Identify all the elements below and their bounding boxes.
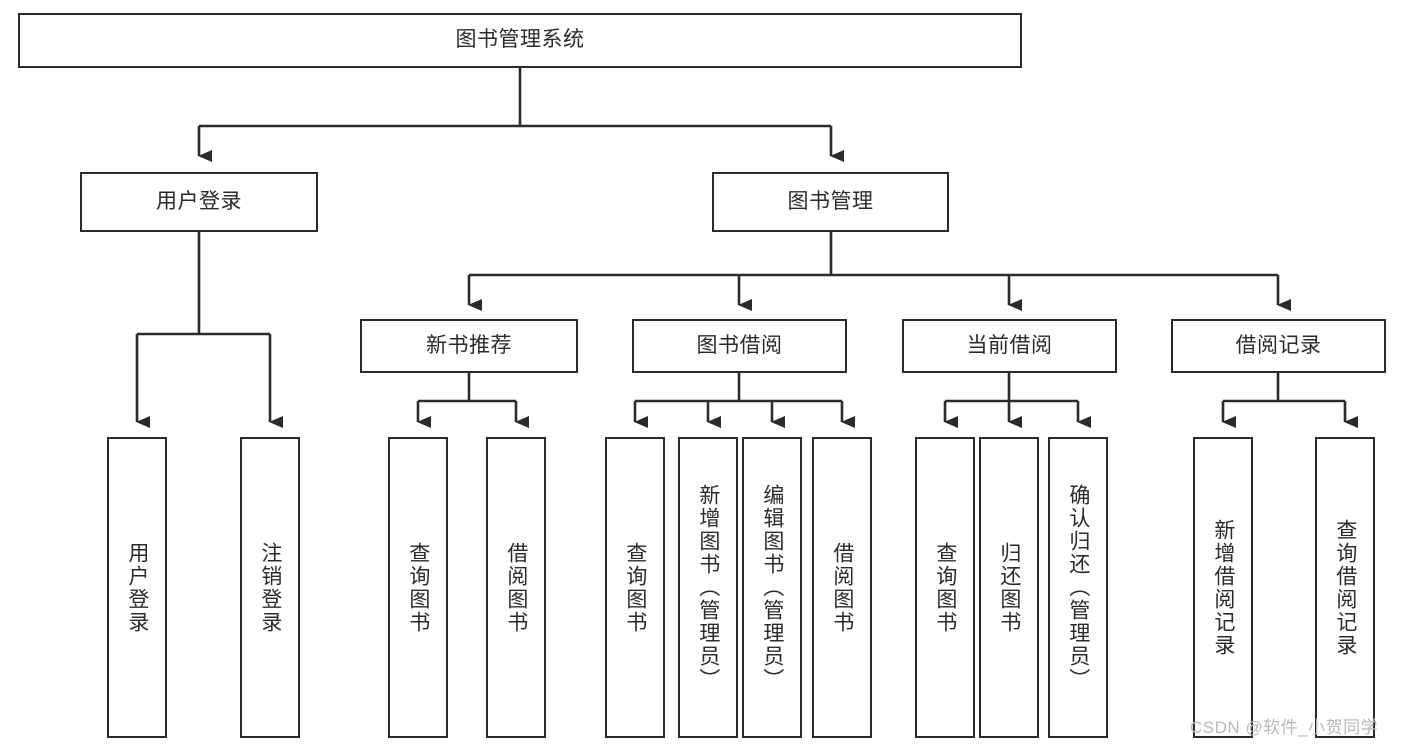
node-root-label: 图书管理系统 xyxy=(455,28,585,52)
node-leaf-borrow-book-1-label: 借阅图书 xyxy=(504,541,528,634)
node-leaf-query-book-2[interactable]: 查询图书 xyxy=(605,437,665,738)
node-leaf-edit-book-label: 编辑图书（管理员） xyxy=(760,484,784,691)
node-leaf-query-book-1[interactable]: 查询图书 xyxy=(388,437,448,738)
node-book-borrow-label: 图书借阅 xyxy=(696,333,783,357)
node-leaf-borrow-book-1[interactable]: 借阅图书 xyxy=(486,437,546,738)
node-borrow-record-label: 借阅记录 xyxy=(1235,333,1322,357)
node-leaf-user-login[interactable]: 用户登录 xyxy=(107,437,167,738)
node-leaf-borrow-book-2[interactable]: 借阅图书 xyxy=(812,437,872,738)
node-leaf-return-book[interactable]: 归还图书 xyxy=(979,437,1039,738)
node-book-management-label: 图书管理 xyxy=(787,189,874,213)
node-current-borrow[interactable]: 当前借阅 xyxy=(902,319,1117,373)
node-leaf-query-book-3[interactable]: 查询图书 xyxy=(915,437,975,738)
node-user-login-label: 用户登录 xyxy=(156,189,242,213)
node-leaf-query-book-1-label: 查询图书 xyxy=(406,541,430,634)
node-borrow-record[interactable]: 借阅记录 xyxy=(1171,319,1386,373)
node-leaf-borrow-book-2-label: 借阅图书 xyxy=(830,541,854,634)
node-leaf-user-logout[interactable]: 注销登录 xyxy=(240,437,300,738)
node-leaf-user-login-label: 用户登录 xyxy=(125,541,149,634)
node-user-login[interactable]: 用户登录 xyxy=(80,172,318,232)
node-root[interactable]: 图书管理系统 xyxy=(18,13,1022,68)
node-leaf-add-book[interactable]: 新增图书（管理员） xyxy=(678,437,738,738)
node-new-book-recommend-label: 新书推荐 xyxy=(426,333,512,357)
node-leaf-add-record[interactable]: 新增借阅记录 xyxy=(1193,437,1253,738)
watermark-text: CSDN @软件_小贺同学 xyxy=(1190,718,1379,737)
node-leaf-return-book-label: 归还图书 xyxy=(997,541,1021,634)
node-leaf-user-logout-label: 注销登录 xyxy=(258,541,282,634)
node-leaf-query-record[interactable]: 查询借阅记录 xyxy=(1315,437,1375,738)
node-new-book-recommend[interactable]: 新书推荐 xyxy=(360,319,578,373)
node-leaf-add-record-label: 新增借阅记录 xyxy=(1211,518,1235,657)
node-leaf-query-record-label: 查询借阅记录 xyxy=(1333,518,1357,657)
node-leaf-add-book-label: 新增图书（管理员） xyxy=(696,484,720,691)
node-leaf-confirm-return[interactable]: 确认归还（管理员） xyxy=(1048,437,1108,738)
node-leaf-confirm-return-label: 确认归还（管理员） xyxy=(1066,484,1090,691)
node-leaf-query-book-3-label: 查询图书 xyxy=(933,541,957,634)
node-book-management[interactable]: 图书管理 xyxy=(712,172,949,232)
node-book-borrow[interactable]: 图书借阅 xyxy=(632,319,847,373)
node-leaf-edit-book[interactable]: 编辑图书（管理员） xyxy=(742,437,802,738)
node-current-borrow-label: 当前借阅 xyxy=(966,333,1053,357)
node-leaf-query-book-2-label: 查询图书 xyxy=(623,541,647,634)
